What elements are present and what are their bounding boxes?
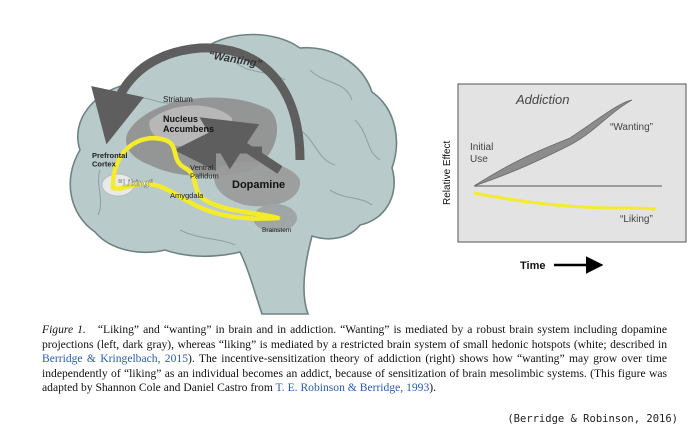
graph-title: Addiction	[515, 92, 569, 107]
striatum-label: Striatum	[163, 95, 193, 104]
wanting-curve-label: “Wanting”	[610, 122, 653, 133]
figure-caption: Figure 1. “Liking” and “wanting” in brai…	[42, 323, 667, 396]
x-axis-label: Time	[520, 260, 545, 272]
brainstem-label: Brainstem	[262, 227, 291, 234]
caption-text-1: “Liking” and “wanting” in brain and in a…	[42, 323, 667, 351]
liking-circuit	[110, 136, 281, 221]
source-credit: (Berridge & Robinson, 2016)	[507, 413, 678, 425]
dopamine-region	[214, 161, 301, 207]
wanting-arrow	[91, 43, 305, 161]
brain-gyri	[97, 61, 381, 246]
caption-text-3: ).	[429, 381, 437, 395]
graph-panel	[457, 83, 687, 243]
wanting-band	[473, 99, 633, 187]
y-axis-label: Relative Effect	[442, 140, 453, 205]
dopamine-label: Dopamine	[232, 179, 285, 191]
liking-line	[473, 191, 657, 211]
caption-text-2: ). The incentive-sensitization theory of…	[42, 352, 667, 395]
caption-ref-berridge-kringelbach[interactable]: Berridge & Kringelbach, 2015	[42, 352, 188, 366]
caption-ref-robinson-berridge[interactable]: T. E. Robinson & Berridge, 1993	[275, 381, 430, 395]
figure-label: Figure 1.	[42, 323, 86, 336]
liking-label: “Liking”	[118, 178, 154, 188]
amygdala-label: Amygdala	[170, 191, 204, 200]
liking-curve-label: “Liking”	[620, 214, 653, 225]
